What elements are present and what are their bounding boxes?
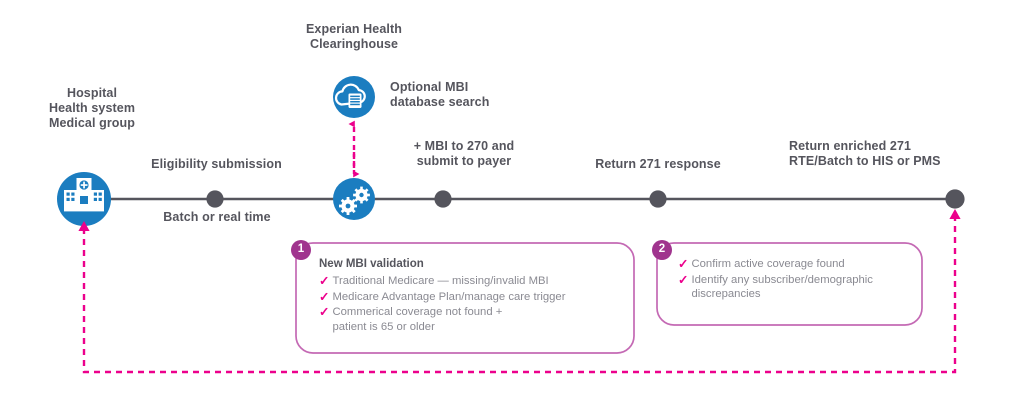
check-icon: ✓ <box>319 289 330 304</box>
callout-2: ✓ Confirm active coverage found ✓ Identi… <box>678 257 918 303</box>
callout-1-item: ✓ Traditional Medicare — missing/invalid… <box>319 274 549 288</box>
mbi-to-270-label: + MBI to 270 and submit to payer <box>413 139 515 168</box>
optional-mbi-search-label: Optional MBI database search <box>390 80 490 109</box>
check-icon: ✓ <box>319 274 330 288</box>
check-icon: ✓ <box>319 305 330 319</box>
timeline-dot-3 <box>649 190 667 208</box>
timeline-dot-4 <box>945 189 965 209</box>
check-icon: ✓ <box>678 272 689 287</box>
check-icon: ✓ <box>678 257 689 271</box>
callout-1-item: ✓ Commerical coverage not found + patien… <box>319 305 503 333</box>
cloud-database-icon <box>333 76 375 118</box>
callout-2-item: ✓ Confirm active coverage found <box>678 257 845 271</box>
eligibility-submission-label: Eligibility submission <box>151 157 282 171</box>
timeline-dot-2 <box>434 190 452 208</box>
feedback-arrow-left <box>78 221 90 231</box>
return-271-response-label: Return 271 response <box>595 157 721 171</box>
callout-badge-1: 1 <box>291 240 311 260</box>
callout-1: New MBI validation ✓ Traditional Medicar… <box>319 257 631 335</box>
callout-2-list: ✓ Confirm active coverage found ✓ Identi… <box>678 257 918 302</box>
timeline-dot-1 <box>206 190 224 208</box>
callout-2-item: ✓ Identify any subscriber/demographic di… <box>678 272 873 301</box>
batch-or-real-time-label: Batch or real time <box>163 210 271 224</box>
feedback-loop-path <box>82 215 957 374</box>
callout-box-2 <box>656 242 923 326</box>
callout-1-title: New MBI validation <box>319 258 424 270</box>
return-enriched-271-label: Return enriched 271 RTE/Batch to HIS or … <box>789 139 941 168</box>
clearinghouse-label: Experian Health Clearinghouse <box>306 22 402 51</box>
hospital-icon <box>57 172 111 226</box>
callout-box-1 <box>295 242 635 354</box>
callout-badge-2: 2 <box>652 240 672 260</box>
feedback-arrow-right <box>949 209 961 219</box>
provider-label: Hospital Health system Medical group <box>48 86 136 130</box>
callout-1-list: ✓ Traditional Medicare — missing/invalid… <box>319 274 631 334</box>
callout-1-item: ✓ Medicare Advantage Plan/manage care tr… <box>319 289 566 304</box>
gears-icon <box>333 178 375 220</box>
